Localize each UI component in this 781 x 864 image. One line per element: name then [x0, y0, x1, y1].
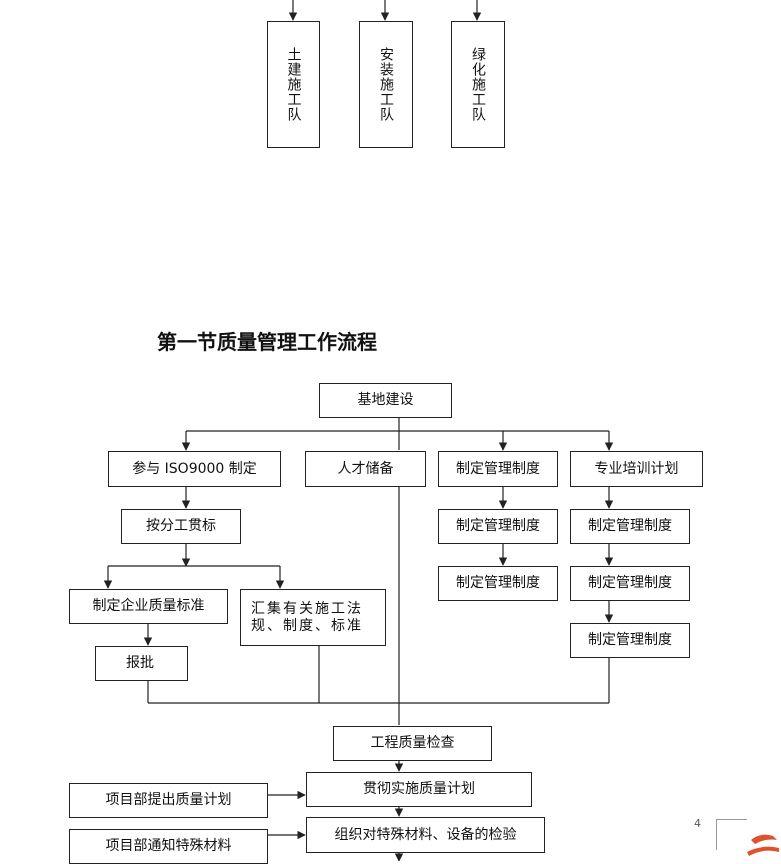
civil-team-label: 土建施工队 — [285, 47, 302, 122]
collect-regulations-box: 汇集有关施工法 规、制度、标准 — [240, 589, 386, 646]
collect-line-2: 规、制度、标准 — [251, 617, 363, 634]
civil-team-box: 土建施工队 — [267, 21, 320, 148]
page-number: 4 — [694, 817, 701, 830]
green-team-label: 绿化施工队 — [470, 47, 486, 122]
section-title: 第一节质量管理工作流程 — [157, 330, 377, 354]
mgmt-col3-2-box: 制定管理制度 — [438, 509, 558, 544]
collect-line-1: 汇集有关施工法 — [251, 600, 363, 617]
project-plan-box: 项目部提出质量计划 — [69, 783, 268, 818]
mgmt-col4-4-box: 制定管理制度 — [570, 623, 690, 658]
talent-box: 人才储备 — [305, 451, 426, 487]
enterprise-standard-box: 制定企业质量标准 — [69, 589, 228, 624]
assign-box: 按分工贯标 — [121, 509, 241, 544]
notify-materials-box: 项目部通知特殊材料 — [69, 829, 268, 864]
implement-plan-box: 贯彻实施质量计划 — [306, 772, 532, 807]
mgmt-col3-3-box: 制定管理制度 — [438, 566, 558, 601]
approve-box: 报批 — [95, 646, 188, 681]
mgmt-col3-1-box: 制定管理制度 — [438, 451, 558, 487]
inspection-box: 工程质量检查 — [333, 726, 492, 761]
watermark-logo-icon — [747, 834, 779, 856]
root-box: 基地建设 — [319, 383, 452, 418]
install-team-label: 安装施工队 — [378, 47, 394, 122]
inspect-materials-box: 组织对特殊材料、设备的检验 — [306, 817, 545, 853]
mgmt-col4-3-box: 制定管理制度 — [570, 566, 690, 601]
mgmt-col4-2-box: 制定管理制度 — [570, 509, 690, 544]
training-box: 专业培训计划 — [570, 451, 703, 487]
iso-box: 参与 ISO9000 制定 — [108, 451, 281, 487]
green-team-box: 绿化施工队 — [451, 21, 505, 148]
install-team-box: 安装施工队 — [359, 21, 413, 148]
page-corner-mark — [716, 819, 747, 850]
